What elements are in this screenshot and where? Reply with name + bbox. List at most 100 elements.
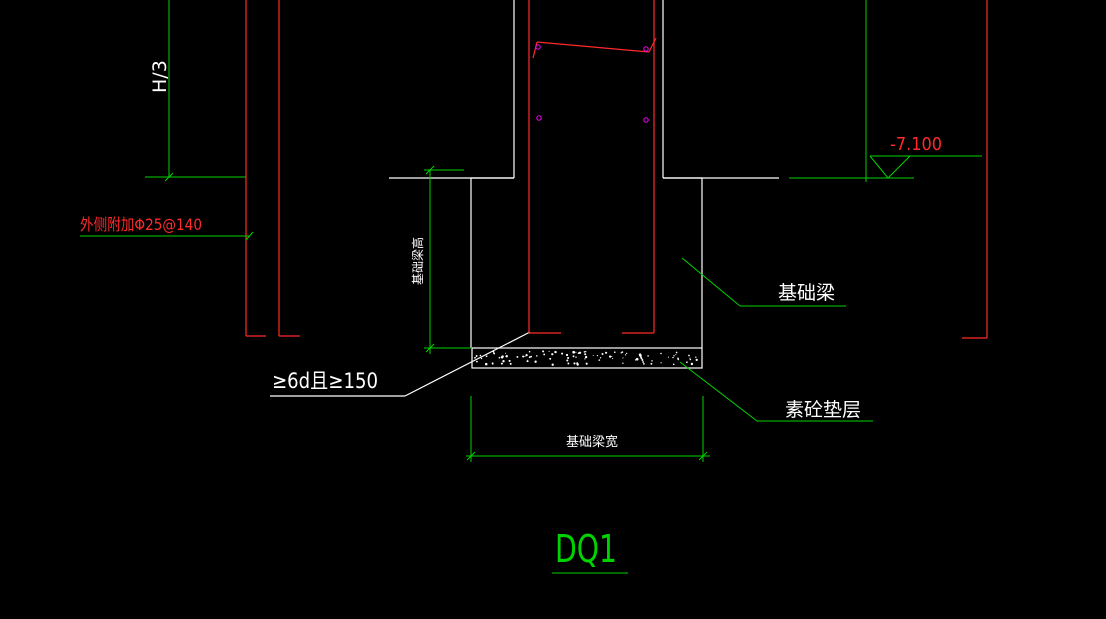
hatch-dot xyxy=(608,355,612,358)
hatch-dot xyxy=(673,355,675,357)
tie-bar xyxy=(536,41,650,53)
beam-label: 基础梁 xyxy=(778,282,835,304)
hatch-dot xyxy=(690,362,694,366)
hatch-dot xyxy=(554,350,557,354)
hatch-dot xyxy=(605,351,608,354)
hatch-dot xyxy=(516,355,519,358)
hatch-dot xyxy=(543,353,546,356)
hatch-dot xyxy=(635,357,639,361)
hatch-dot xyxy=(492,363,494,365)
hatch-dot xyxy=(505,352,507,354)
hatch-dot xyxy=(611,355,613,357)
hatch-dot xyxy=(585,362,588,365)
beam-leader xyxy=(681,257,741,307)
hatch-dot xyxy=(508,359,511,362)
beam-width-label: 基础梁宽 xyxy=(566,434,618,450)
hatch-dot xyxy=(551,353,554,356)
h-third-label: H/3 xyxy=(149,60,171,93)
hatch-dot xyxy=(505,355,508,358)
hatch-dot xyxy=(493,353,495,355)
hatch-dot xyxy=(675,354,677,356)
hatch-dot xyxy=(475,359,477,361)
hatch-dot xyxy=(567,356,570,360)
cushion-label: 素砼垫层 xyxy=(785,399,861,421)
hatch-dot xyxy=(667,356,670,358)
hatch-dot xyxy=(500,362,503,365)
hatch-dot xyxy=(660,362,662,364)
hatch-dot xyxy=(647,355,649,357)
hatch-dot xyxy=(621,351,624,353)
dimension-group xyxy=(80,0,982,574)
cushion-hatch xyxy=(474,350,698,366)
hatch-dot xyxy=(536,355,538,357)
dim-h3-tick xyxy=(164,172,174,182)
hatch-dot xyxy=(502,360,505,363)
hatch-dot xyxy=(566,359,569,362)
beam-height-label: 基础梁高 xyxy=(410,237,425,285)
hatch-dot xyxy=(622,357,624,359)
hatch-dot xyxy=(509,362,512,365)
hatch-dot xyxy=(598,359,601,361)
hatch-dot xyxy=(660,352,662,355)
hatch-dot xyxy=(596,354,599,357)
hatch-dot xyxy=(584,353,587,356)
dim-beam-height-tick-bottom xyxy=(425,343,435,353)
hatch-dot xyxy=(625,352,628,355)
hatch-dot xyxy=(548,350,550,352)
hatch-dot xyxy=(501,355,504,358)
hatch-dot xyxy=(584,358,586,360)
hatch-dot xyxy=(675,351,678,354)
hatch-dot xyxy=(534,360,537,363)
hatch-dot xyxy=(696,359,698,361)
rebar-point xyxy=(643,46,649,52)
hatch-dot xyxy=(651,360,653,362)
hatch-dot xyxy=(528,350,531,353)
hatch-dot xyxy=(584,355,588,359)
hatch-dot xyxy=(577,352,580,355)
rebar-points xyxy=(535,44,649,123)
hatch-dot xyxy=(677,358,680,361)
hatch-dot xyxy=(573,362,576,365)
hatch-dot xyxy=(567,362,570,365)
hatch-dot xyxy=(576,363,579,366)
hatch-dot xyxy=(476,360,478,363)
rebar-group xyxy=(245,0,988,339)
hatch-dot xyxy=(575,356,577,358)
hatch-dot xyxy=(642,361,644,363)
hatch-dot xyxy=(530,355,533,358)
hatch-dot xyxy=(622,362,624,364)
detail-id-title: DQ1 xyxy=(555,527,617,571)
hatch-dot xyxy=(542,350,545,353)
hatch-dot xyxy=(640,357,643,360)
dim-beam-width-tick-right xyxy=(698,451,708,461)
hatch-dot xyxy=(572,355,575,358)
hatch-dot xyxy=(641,359,644,361)
hatch-dot xyxy=(575,351,577,353)
hatch-dot xyxy=(492,351,495,353)
hatch-dot xyxy=(561,352,564,355)
outer-rebar-note: 外侧附加Φ25@140 xyxy=(80,215,202,234)
hatch-dot xyxy=(565,353,569,357)
hatch-dot xyxy=(639,354,642,357)
dim-beam-height-tick-top xyxy=(425,165,435,175)
hatch-dot xyxy=(624,354,627,356)
cushion-leader xyxy=(679,361,758,422)
rebar-point xyxy=(536,115,542,121)
hatch-dot xyxy=(528,356,531,359)
concrete-cushion xyxy=(471,347,703,369)
hatch-dot xyxy=(599,357,602,359)
tie-hook-left xyxy=(532,41,538,59)
hatch-dot xyxy=(689,358,692,361)
structure-outline xyxy=(270,0,779,397)
outer-rebar-leader-tick xyxy=(245,231,254,241)
hatch-dot xyxy=(526,360,528,363)
hatch-dot xyxy=(551,363,554,366)
hatch-dot xyxy=(474,356,476,359)
elevation-triangle xyxy=(869,155,911,179)
dim-beam-width-tick-left xyxy=(466,451,476,461)
hatch-dot xyxy=(484,362,488,366)
hatch-dot xyxy=(689,357,691,359)
hatch-dot xyxy=(672,356,674,359)
rebar-point xyxy=(643,117,649,123)
